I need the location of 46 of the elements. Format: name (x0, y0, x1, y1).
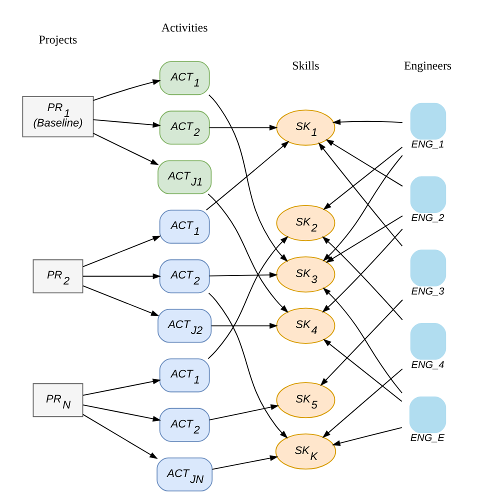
arrow (82, 378, 161, 396)
arrow (208, 124, 278, 131)
node-person (410, 176, 446, 213)
arrow (210, 322, 278, 329)
node-label: ENG_4 (410, 360, 444, 371)
arrow (331, 427, 402, 446)
arrow (208, 272, 278, 278)
arrow (208, 404, 279, 420)
arrow (208, 292, 288, 439)
label: Skills (292, 58, 319, 72)
arrow (92, 119, 161, 128)
arrow (322, 368, 402, 438)
node-label: ENG_2 (410, 213, 444, 224)
arrow (82, 273, 161, 280)
arrow (207, 236, 288, 360)
arrow (318, 142, 402, 247)
arrow (205, 140, 289, 210)
arrow (82, 404, 161, 422)
arrow (322, 155, 402, 262)
arrow (82, 285, 159, 316)
arrow (332, 119, 402, 125)
arrow (322, 228, 402, 313)
arrow (82, 236, 160, 268)
arrow (320, 299, 402, 386)
arrow (82, 414, 158, 460)
arrow (208, 94, 288, 262)
arrow (322, 236, 402, 320)
node-label: ENG_1 (410, 140, 444, 151)
node-person (410, 102, 446, 140)
node-person (410, 250, 446, 286)
arrow (92, 132, 158, 166)
node-person (410, 323, 446, 360)
label: Activities (160, 20, 208, 35)
node-label: ENG_E (410, 433, 444, 444)
arrow (322, 146, 402, 210)
arrow (322, 288, 402, 394)
arrow (92, 79, 160, 101)
label: Engineers (403, 58, 452, 72)
arrow (325, 139, 402, 187)
node-person (408, 396, 446, 434)
label: Projects (38, 32, 77, 47)
arrow (325, 215, 402, 263)
arrow (211, 455, 278, 470)
arrow (207, 193, 288, 313)
arrow (322, 338, 402, 402)
node-label: ENG_3 (410, 286, 444, 298)
